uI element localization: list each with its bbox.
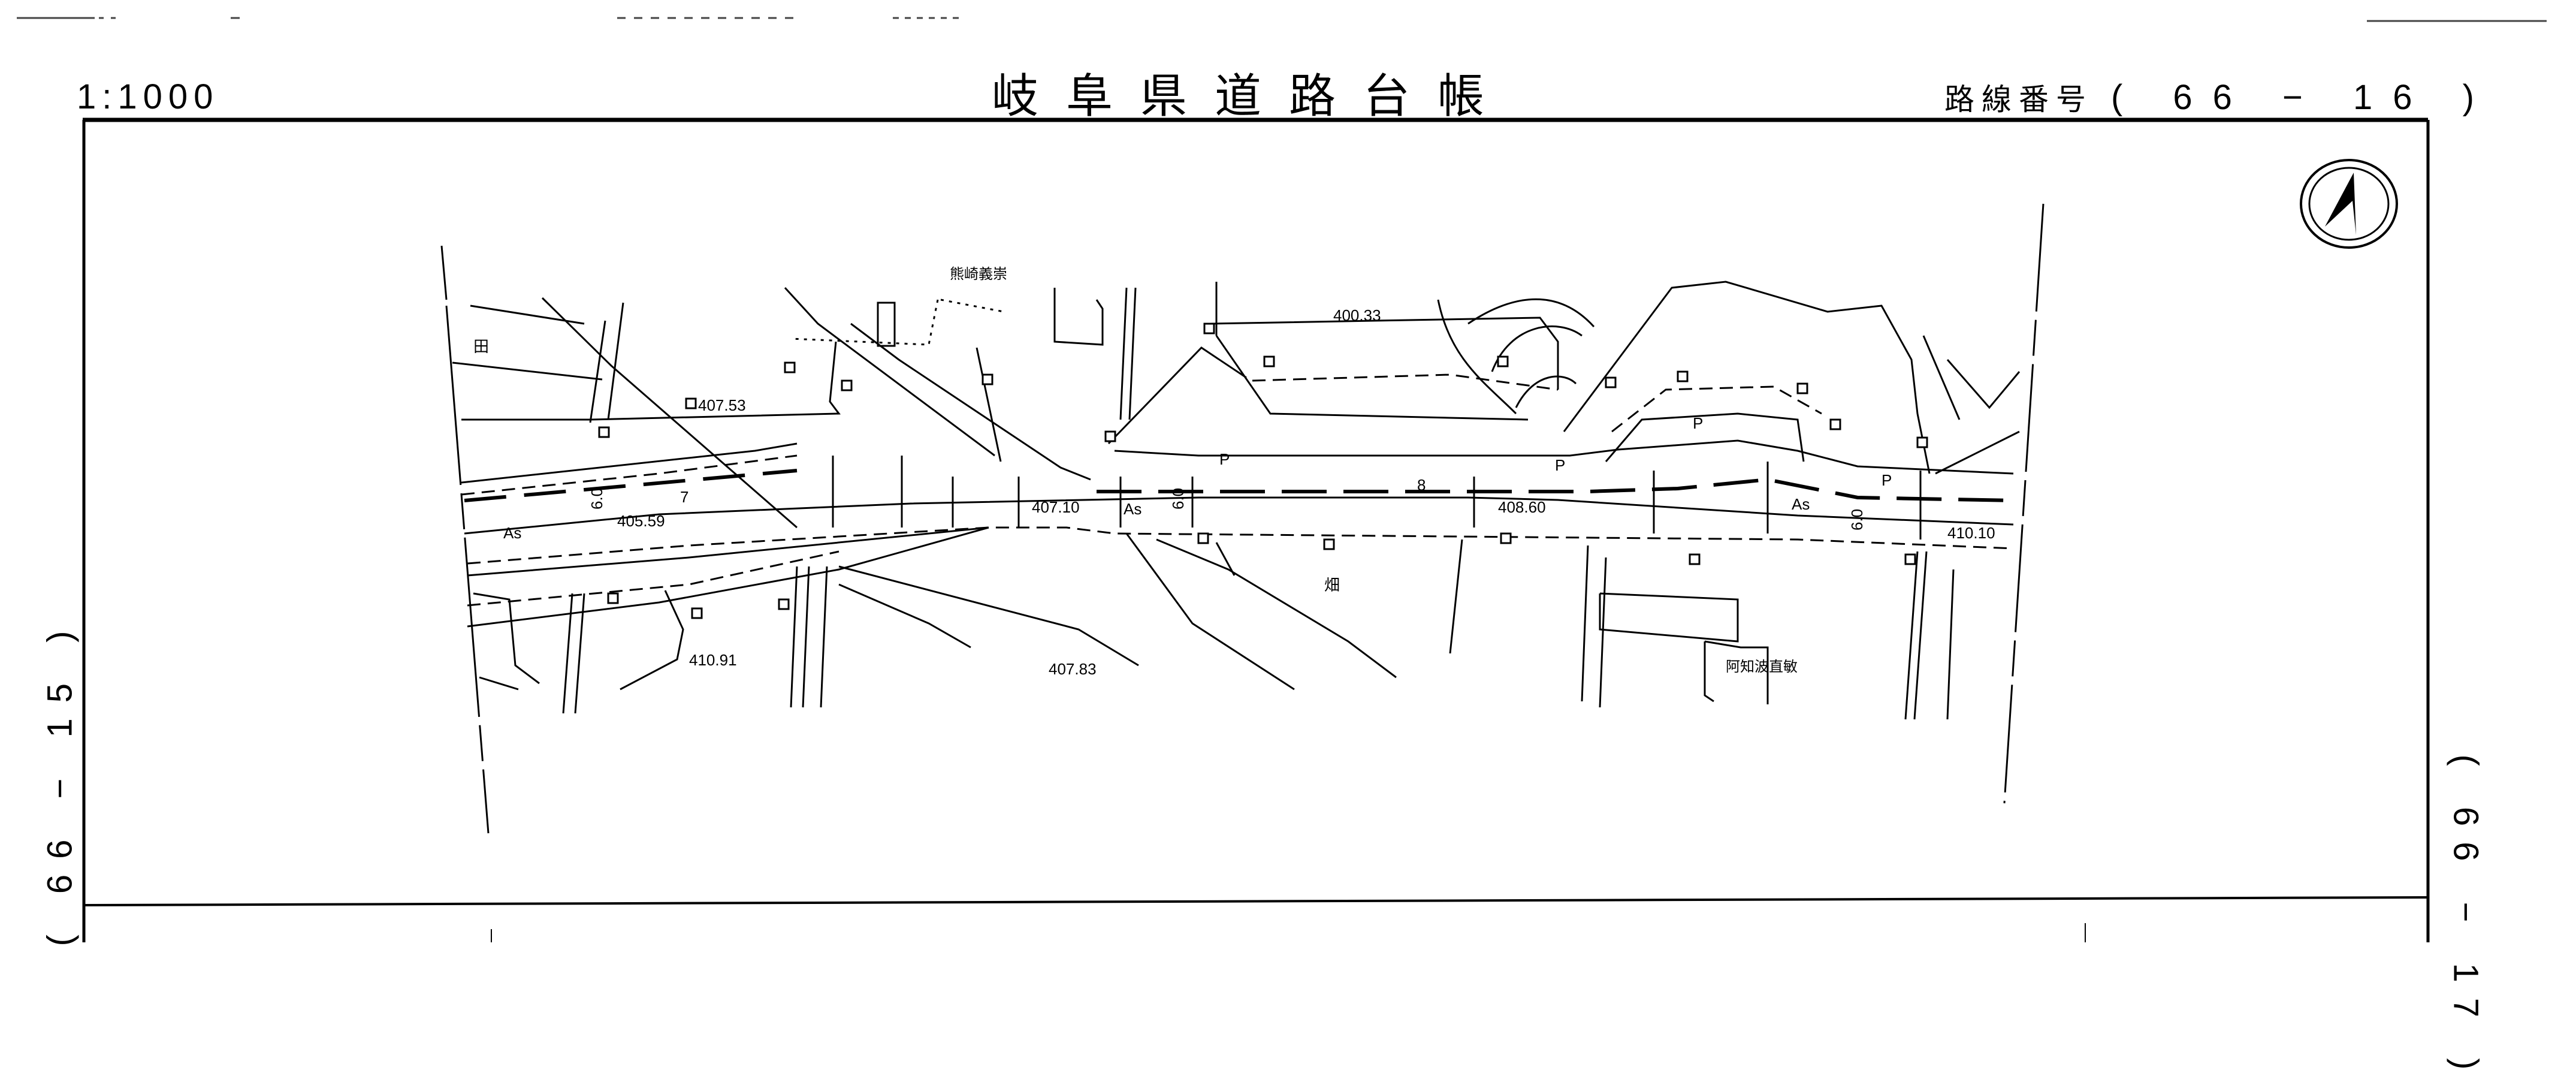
width-label: 6.0 — [588, 488, 606, 510]
width-label: 7 — [680, 488, 688, 506]
width-label: 6.0 — [1848, 509, 1866, 531]
parking-label: P — [1882, 471, 1892, 489]
land-use-mark: 田 — [473, 337, 489, 355]
parking-label: P — [1693, 414, 1703, 432]
north-arrow-icon — [2300, 159, 2398, 249]
elevation-label: 407.83 — [1049, 660, 1097, 678]
map-labels: 熊崎義崇 阿知波直敏 407.53 405.59 407.10 400.33 4… — [473, 266, 1995, 678]
drawing-boundary — [440, 203, 2045, 834]
width-label: 8 — [1417, 476, 1426, 494]
route-number: 路線番号 ( 66 − 16 ) — [1944, 76, 2495, 119]
elevation-label: 407.53 — [698, 396, 746, 414]
elevation-label: 410.91 — [689, 651, 737, 669]
main-road — [461, 439, 2014, 628]
width-arrows — [832, 456, 1922, 540]
parking-label: P — [1219, 450, 1230, 468]
surface-label: As — [1792, 495, 1810, 513]
elevation-label: 410.10 — [1947, 524, 1995, 542]
elevation-label: 400.33 — [1333, 306, 1381, 324]
owner-label: 阿知波直敏 — [1726, 658, 1798, 675]
route-number-value: ( 66 − 16 ) — [2111, 77, 2495, 117]
owner-label: 熊崎義崇 — [950, 266, 1007, 282]
elevation-label: 408.60 — [1498, 498, 1546, 516]
scale-label: 1:1000 — [77, 77, 219, 116]
scan-artifacts — [17, 17, 2547, 22]
route-number-label: 路線番号 — [1944, 82, 2093, 117]
inlet-symbols — [598, 323, 1928, 619]
map-linework — [452, 281, 2021, 720]
surface-label: As — [503, 524, 521, 542]
page-title: 岐阜県道路台帳 — [992, 70, 1512, 123]
parking-label: P — [1555, 456, 1565, 474]
elevation-label: 407.10 — [1032, 498, 1080, 516]
sheet-frame — [82, 117, 2430, 942]
land-use-mark: 畑 — [1324, 576, 1340, 594]
elevation-label: 405.59 — [617, 512, 665, 530]
width-label: 6.0 — [1169, 488, 1187, 510]
surface-label: As — [1124, 500, 1141, 518]
road-map: 熊崎義崇 阿知波直敏 407.53 405.59 407.10 400.33 4… — [17, 17, 2547, 942]
